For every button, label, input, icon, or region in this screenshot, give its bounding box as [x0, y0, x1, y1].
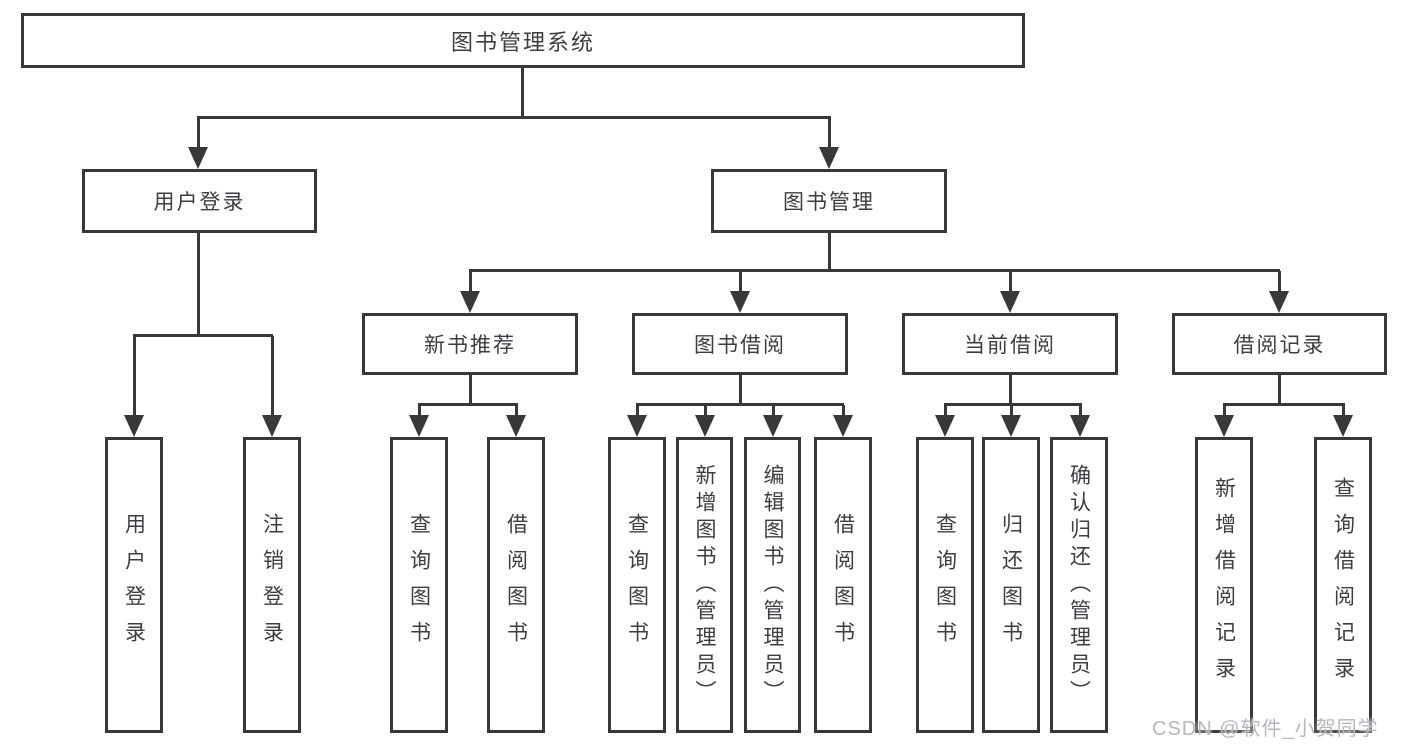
connector-line — [828, 118, 831, 149]
node-book-borrowing: 图书借阅 — [632, 313, 848, 375]
leaf-query-books-recommend: 查询图书 — [390, 437, 448, 733]
arrowhead-down-icon — [763, 415, 783, 437]
leaf-add-books-admin: 新增图书（管理员） — [676, 437, 733, 733]
leaf-borrow-books-recommend: 借阅图书 — [487, 437, 545, 733]
leaf-borrow-books-borrowing: 借阅图书 — [814, 437, 872, 733]
connector-line — [944, 405, 947, 416]
connector-line — [1010, 405, 1013, 416]
node-library-management-system: 图书管理系统 — [21, 13, 1025, 68]
arrowhead-down-icon — [833, 415, 853, 437]
connector-line — [739, 375, 742, 405]
arrowhead-down-icon — [695, 415, 715, 437]
connector-line — [197, 118, 200, 149]
connector-line — [739, 271, 742, 293]
csdn-watermark: CSDN @软件_小贺同学 — [1152, 718, 1379, 740]
connector-line — [704, 405, 707, 416]
connector-line — [1223, 403, 1345, 406]
connector-line — [133, 334, 273, 337]
arrowhead-down-icon — [1001, 415, 1021, 437]
leaf-query-books-borrowing: 查询图书 — [608, 437, 666, 733]
leaf-query-books-current: 查询图书 — [916, 437, 974, 733]
connector-line — [828, 233, 831, 271]
arrowhead-down-icon — [188, 147, 208, 169]
arrowhead-down-icon — [409, 415, 429, 437]
node-book-management: 图书管理 — [711, 169, 947, 233]
leaf-confirm-return-admin: 确认归还（管理员） — [1050, 437, 1108, 733]
connector-line — [1223, 405, 1226, 416]
node-borrowing-records: 借阅记录 — [1172, 313, 1387, 375]
connector-line — [515, 405, 518, 416]
connector-line — [1278, 375, 1281, 405]
arrowhead-down-icon — [1214, 415, 1234, 437]
node-new-book-recommend: 新书推荐 — [362, 313, 578, 375]
connector-line — [944, 403, 1082, 406]
connector-line — [636, 405, 639, 416]
connector-line — [133, 336, 136, 416]
connector-line — [469, 269, 1280, 272]
connector-line — [469, 375, 472, 405]
leaf-query-borrow-record: 查询借阅记录 — [1314, 437, 1372, 733]
arrowhead-down-icon — [1070, 415, 1090, 437]
connector-line — [1009, 375, 1012, 405]
connector-line — [772, 405, 775, 416]
connector-line — [1342, 405, 1345, 416]
connector-line — [197, 233, 200, 336]
arrowhead-down-icon — [506, 415, 526, 437]
leaf-edit-books-admin: 编辑图书（管理员） — [744, 437, 801, 733]
arrowhead-down-icon — [460, 291, 480, 313]
leaf-user-login: 用户登录 — [105, 437, 163, 733]
node-current-borrowing: 当前借阅 — [902, 313, 1118, 375]
leaf-logout: 注销登录 — [243, 437, 301, 733]
connector-line — [418, 405, 421, 416]
arrowhead-down-icon — [124, 415, 144, 437]
arrowhead-down-icon — [1269, 291, 1289, 313]
arrowhead-down-icon — [1333, 415, 1353, 437]
arrowhead-down-icon — [627, 415, 647, 437]
connector-line — [1079, 405, 1082, 416]
connector-line — [521, 68, 524, 118]
connector-line — [636, 403, 844, 406]
connector-line — [842, 405, 845, 416]
arrowhead-down-icon — [1000, 291, 1020, 313]
connector-line — [1278, 271, 1281, 293]
connector-line — [197, 116, 831, 119]
connector-line — [418, 403, 518, 406]
arrowhead-down-icon — [262, 415, 282, 437]
arrowhead-down-icon — [935, 415, 955, 437]
leaf-add-borrow-record: 新增借阅记录 — [1195, 437, 1253, 733]
connector-line — [271, 336, 274, 416]
connector-line — [1009, 271, 1012, 293]
node-user-login: 用户登录 — [82, 169, 317, 233]
leaf-return-books: 归还图书 — [982, 437, 1040, 733]
arrowhead-down-icon — [730, 291, 750, 313]
arrowhead-down-icon — [819, 147, 839, 169]
connector-line — [469, 271, 472, 293]
